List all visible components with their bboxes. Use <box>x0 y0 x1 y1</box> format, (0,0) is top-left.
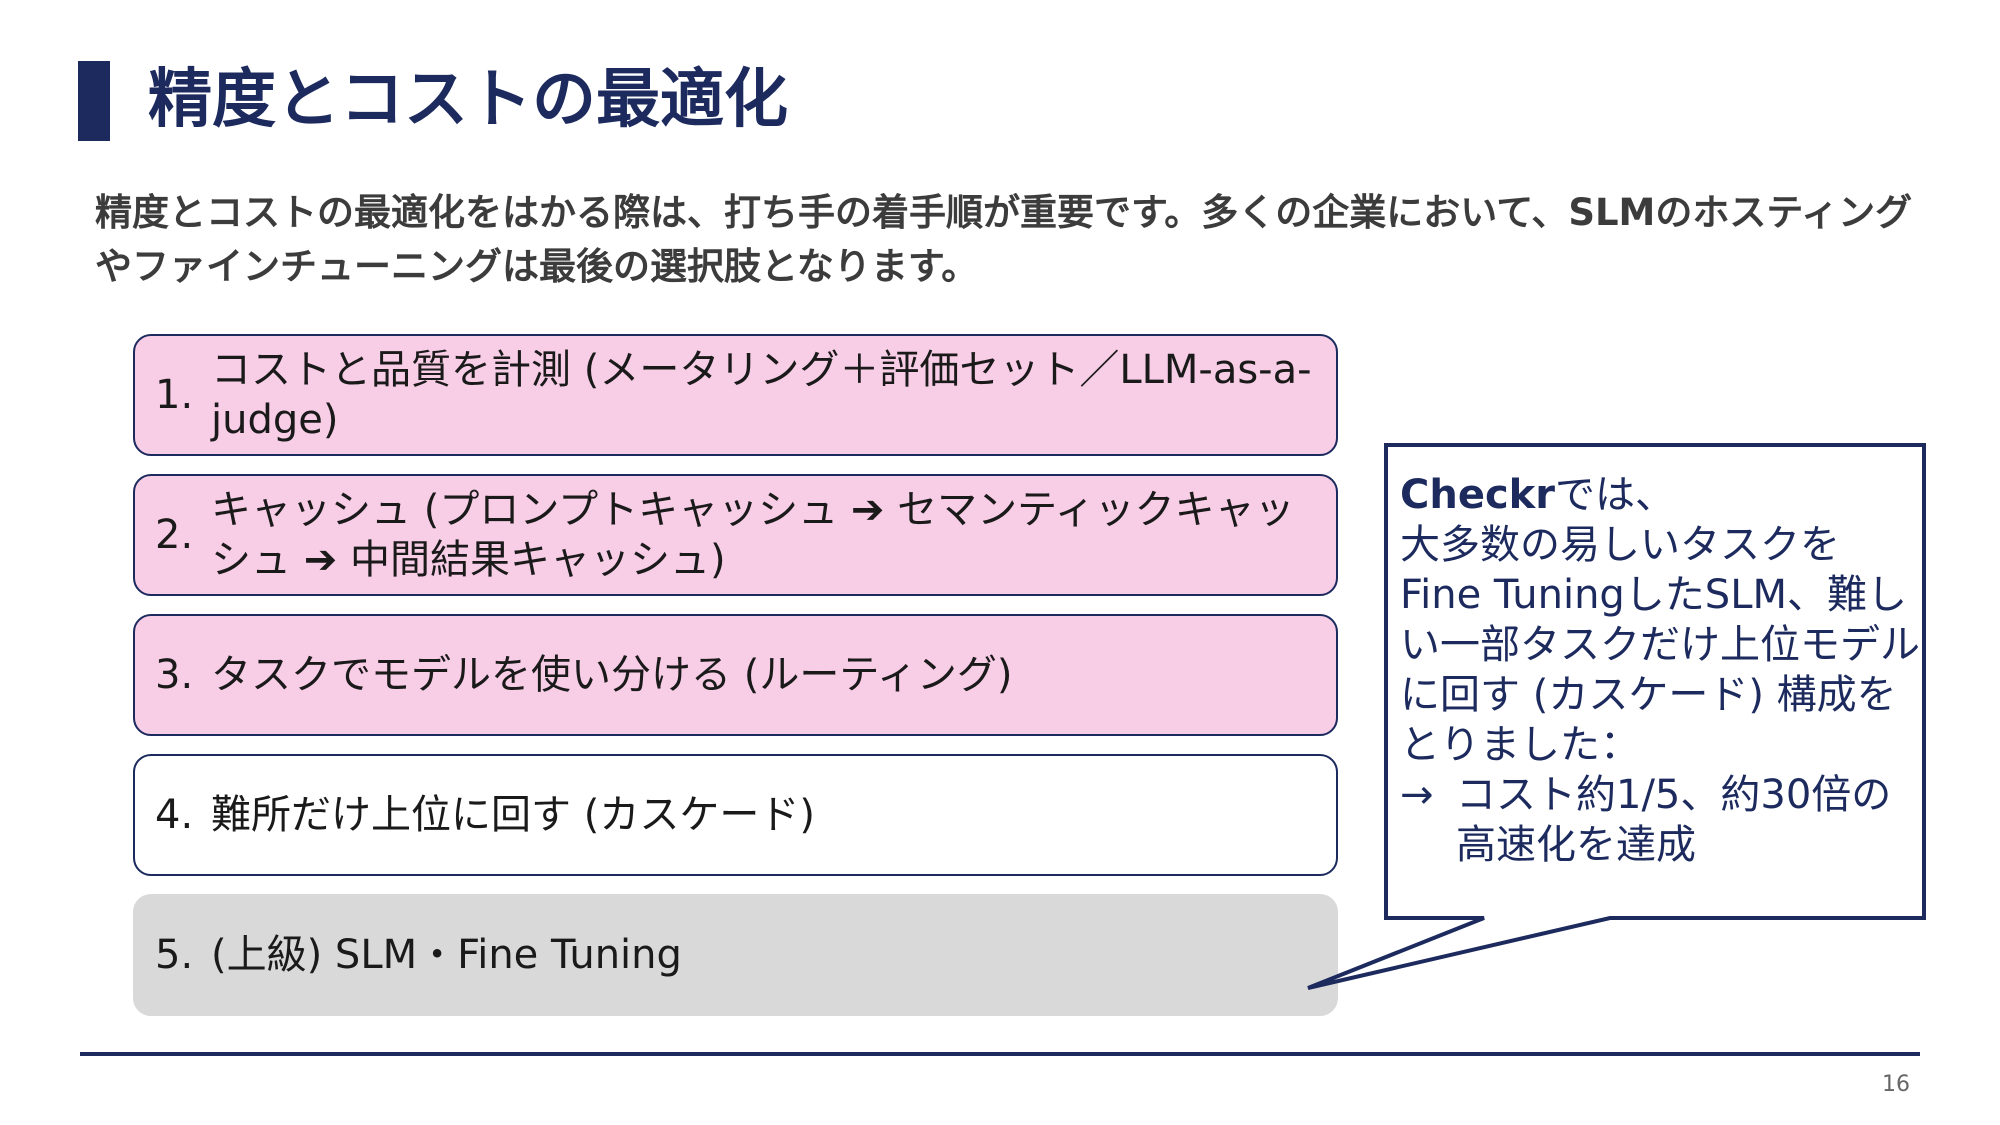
step-text: 難所だけ上位に回す (カスケード) <box>211 792 815 838</box>
step-item-routing: 3. タスクでモデルを使い分ける (ルーティング) <box>133 614 1338 736</box>
slide-title: 精度とコストの最適化 <box>148 63 788 137</box>
page-number: 16 <box>1882 1072 1910 1097</box>
company-name: Checkr <box>1400 472 1555 518</box>
step-item-slm-finetuning: 5. (上級) SLM・Fine Tuning <box>133 894 1338 1016</box>
callout-intro: Checkrでは、 <box>1400 470 1920 520</box>
step-text: コストと品質を計測 (メータリング＋評価セット／LLM-as-a-judge) <box>211 347 1312 443</box>
step-item-measure: 1. コストと品質を計測 (メータリング＋評価セット／LLM-as-a-judg… <box>133 334 1338 456</box>
step-number: 5. <box>155 932 194 978</box>
lead-text: 精度とコストの最適化をはかる際は、打ち手の着手順が重要です。多くの企業において、… <box>95 191 1913 288</box>
step-number: 3. <box>155 652 194 698</box>
step-text: (上級) SLM・Fine Tuning <box>211 932 682 978</box>
arrow-icon: → <box>1400 772 1434 818</box>
callout-body: 大多数の易しいタスクをFine TuningしたSLM、難しい一部タスクだけ上位… <box>1400 522 1920 768</box>
callout-result: → コスト約1/5、約30倍の高速化を達成 <box>1400 770 1920 870</box>
callout-text: Checkrでは、 大多数の易しいタスクをFine TuningしたSLM、難し… <box>1400 470 1920 870</box>
step-number: 2. <box>155 512 194 558</box>
step-number: 1. <box>155 372 194 418</box>
footer-divider <box>80 1052 1920 1056</box>
step-item-cache: 2. キャッシュ (プロンプトキャッシュ ➔ セマンティックキャッシュ ➔ 中間… <box>133 474 1338 596</box>
callout-intro-suffix: では、 <box>1555 472 1675 518</box>
step-text: キャッシュ (プロンプトキャッシュ ➔ セマンティックキャッシュ ➔ 中間結果キ… <box>211 487 1295 583</box>
step-item-cascade: 4. 難所だけ上位に回す (カスケード) <box>133 754 1338 876</box>
step-text: タスクでモデルを使い分ける (ルーティング) <box>211 652 1013 698</box>
step-number: 4. <box>155 792 194 838</box>
title-accent-bar <box>78 61 110 141</box>
callout-result-text: コスト約1/5、約30倍の高速化を達成 <box>1456 772 1892 868</box>
